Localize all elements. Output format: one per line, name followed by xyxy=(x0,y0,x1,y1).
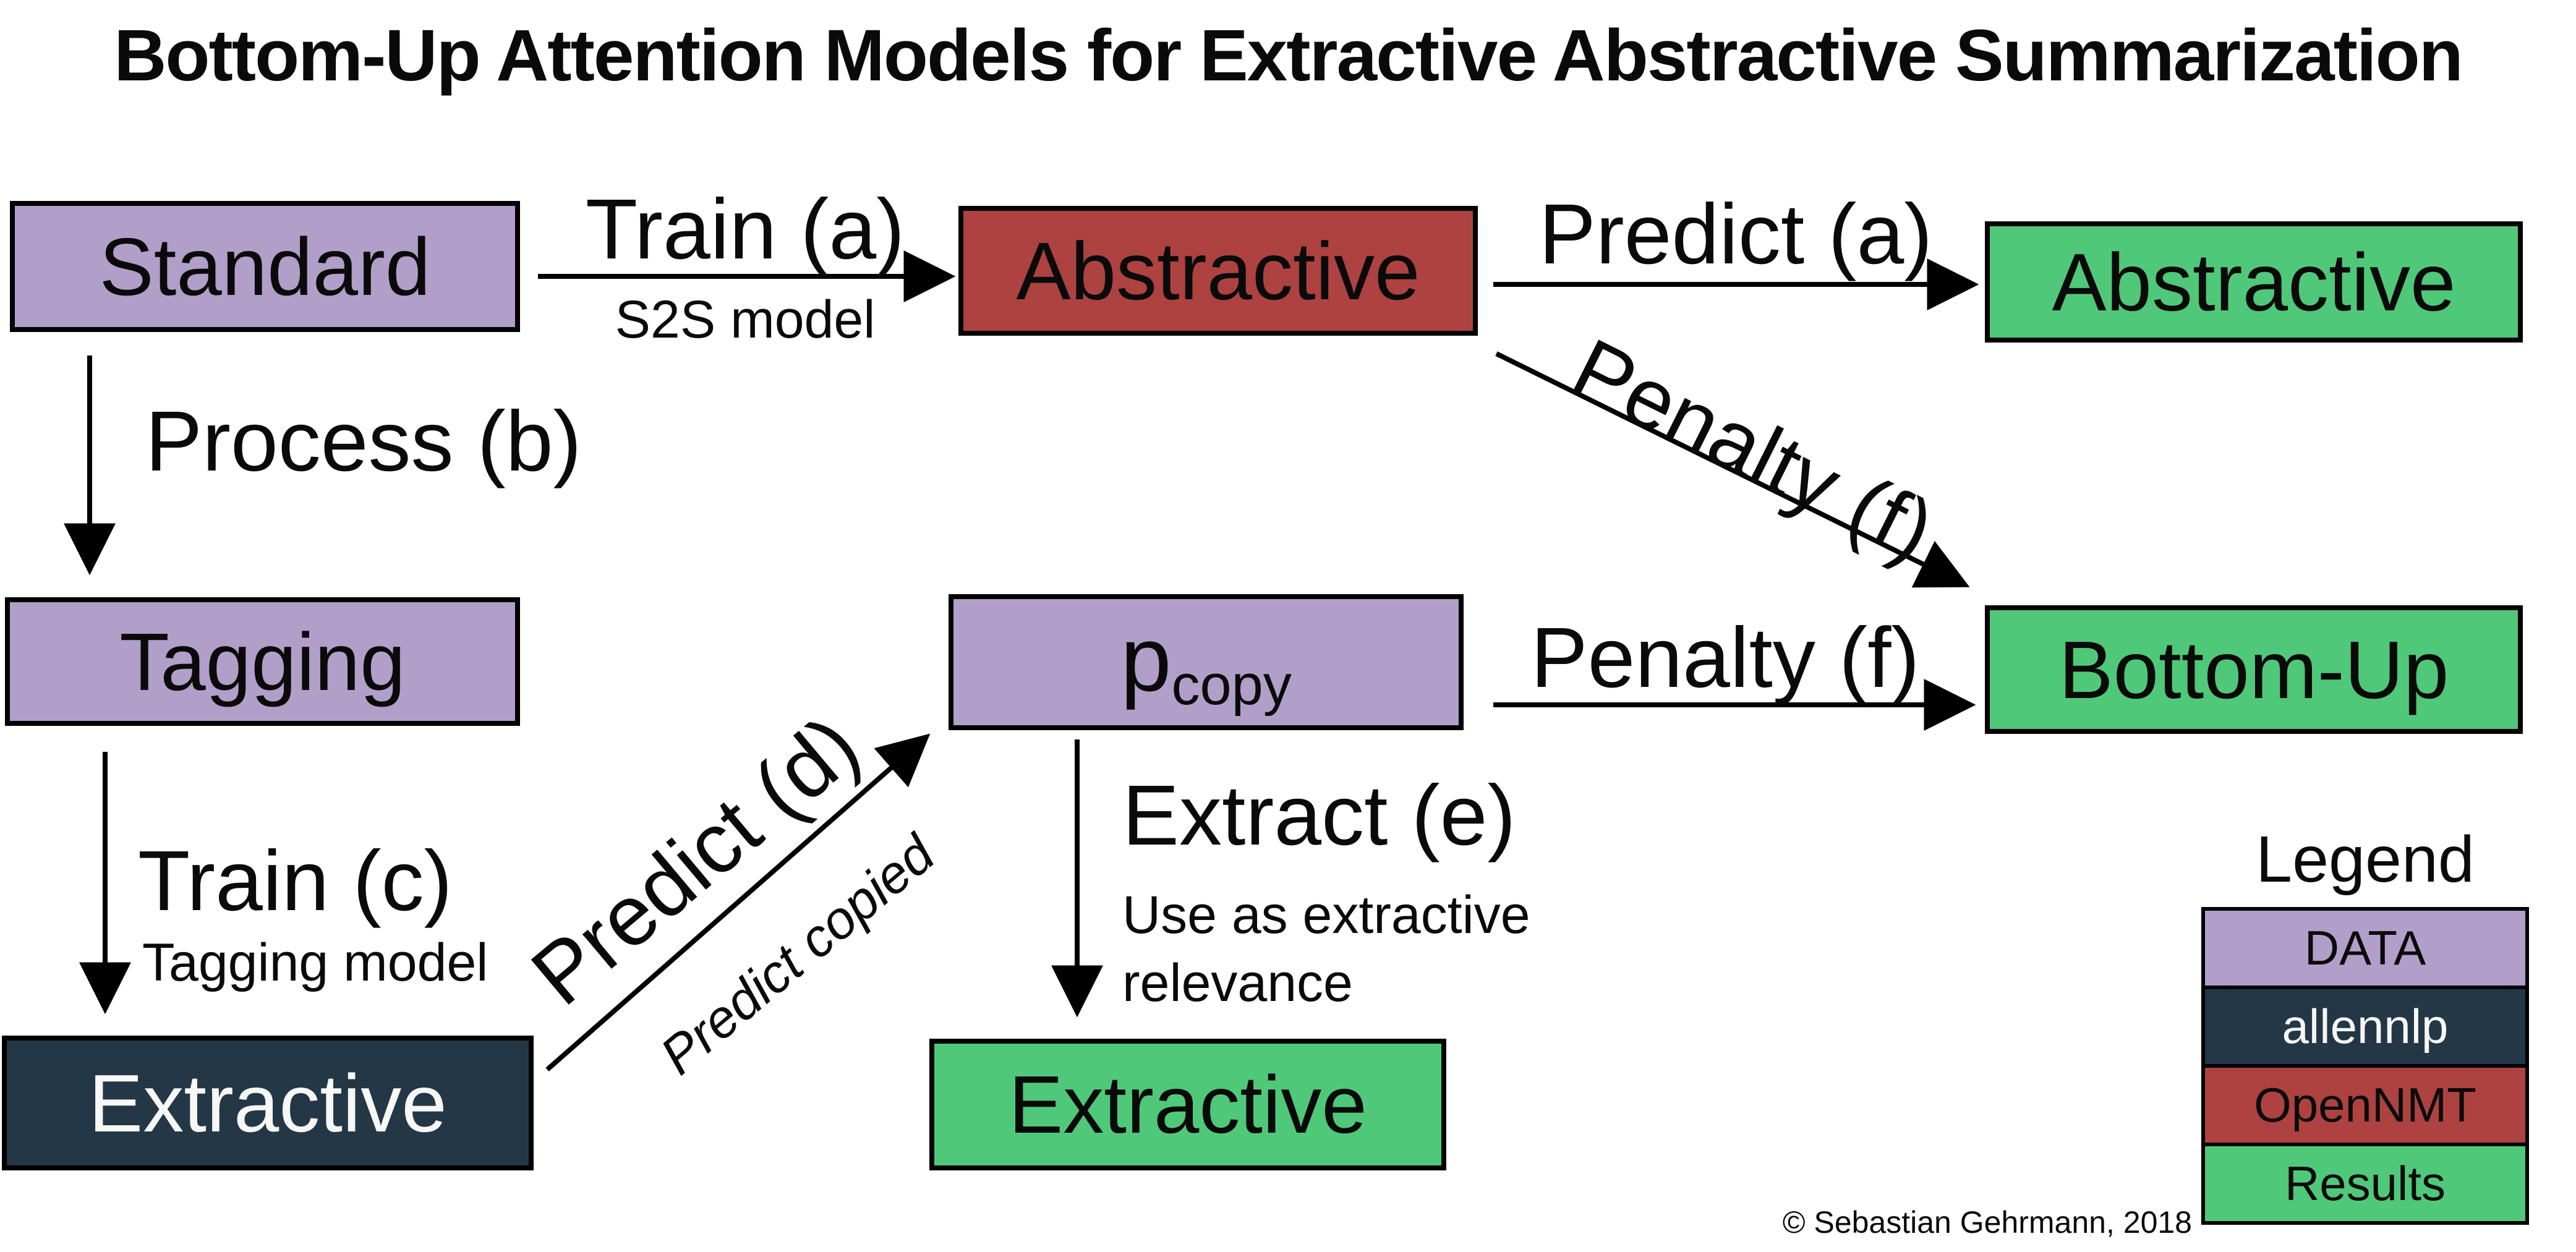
train-c-label: Train (c) xyxy=(138,833,453,929)
predict-d-arrow xyxy=(545,733,931,1072)
predict-a-label: Predict (a) xyxy=(1538,187,1933,282)
train-c-sublabel: Tagging model xyxy=(142,933,488,992)
legend-item-opennmt-label: OpenNMT xyxy=(2254,1078,2476,1132)
copyright-text: © Sebastian Gehrmann, 2018 xyxy=(1782,1205,2192,1240)
legend-item-allennlp-label: allennlp xyxy=(2282,999,2449,1054)
node-bottom-up: Bottom-Up xyxy=(1985,605,2523,734)
extract-e-label: Extract (e) xyxy=(1122,768,1516,863)
node-abstractive-opennmt: Abstractive xyxy=(958,206,1478,336)
process-b-label: Process (b) xyxy=(145,394,582,489)
node-extractive-result-label: Extractive xyxy=(1009,1059,1367,1150)
node-extractive-allennlp: Extractive xyxy=(2,1036,534,1170)
node-standard: Standard xyxy=(10,201,520,332)
node-standard-label: Standard xyxy=(99,221,431,312)
node-abstractive-opennmt-label: Abstractive xyxy=(1016,225,1420,317)
extract-e-sublabel: Use as extractive relevance xyxy=(1122,885,1530,1013)
node-tagging: Tagging xyxy=(5,597,520,726)
legend-item-allennlp: allennlp xyxy=(2201,986,2529,1068)
penalty-f-label: Penalty (f) xyxy=(1530,610,1920,705)
legend-item-data: DATA xyxy=(2201,907,2529,989)
train-a-sublabel: S2S model xyxy=(615,290,876,349)
pcopy-main-text: p xyxy=(1120,608,1172,710)
node-pcopy: pcopy xyxy=(949,594,1464,730)
legend-item-opennmt: OpenNMT xyxy=(2201,1064,2529,1146)
node-abstractive-result: Abstractive xyxy=(1985,221,2523,343)
legend: DATA allennlp OpenNMT Results xyxy=(2201,907,2529,1225)
train-a-label: Train (a) xyxy=(585,182,905,277)
penalty-f-diagonal-arrow xyxy=(1495,351,1970,588)
node-pcopy-label: pcopy xyxy=(1120,607,1292,718)
node-tagging-label: Tagging xyxy=(119,616,406,707)
legend-title: Legend xyxy=(2256,823,2475,896)
node-bottom-up-label: Bottom-Up xyxy=(2058,624,2449,715)
legend-item-results: Results xyxy=(2201,1143,2529,1225)
pcopy-sub-text: copy xyxy=(1171,653,1292,717)
legend-item-results-label: Results xyxy=(2284,1156,2446,1211)
node-extractive-allennlp-label: Extractive xyxy=(88,1057,447,1149)
page-title: Bottom-Up Attention Models for Extractiv… xyxy=(114,15,2463,96)
node-abstractive-result-label: Abstractive xyxy=(2052,236,2456,328)
node-extractive-result: Extractive xyxy=(929,1039,1446,1170)
legend-item-data-label: DATA xyxy=(2304,921,2426,975)
